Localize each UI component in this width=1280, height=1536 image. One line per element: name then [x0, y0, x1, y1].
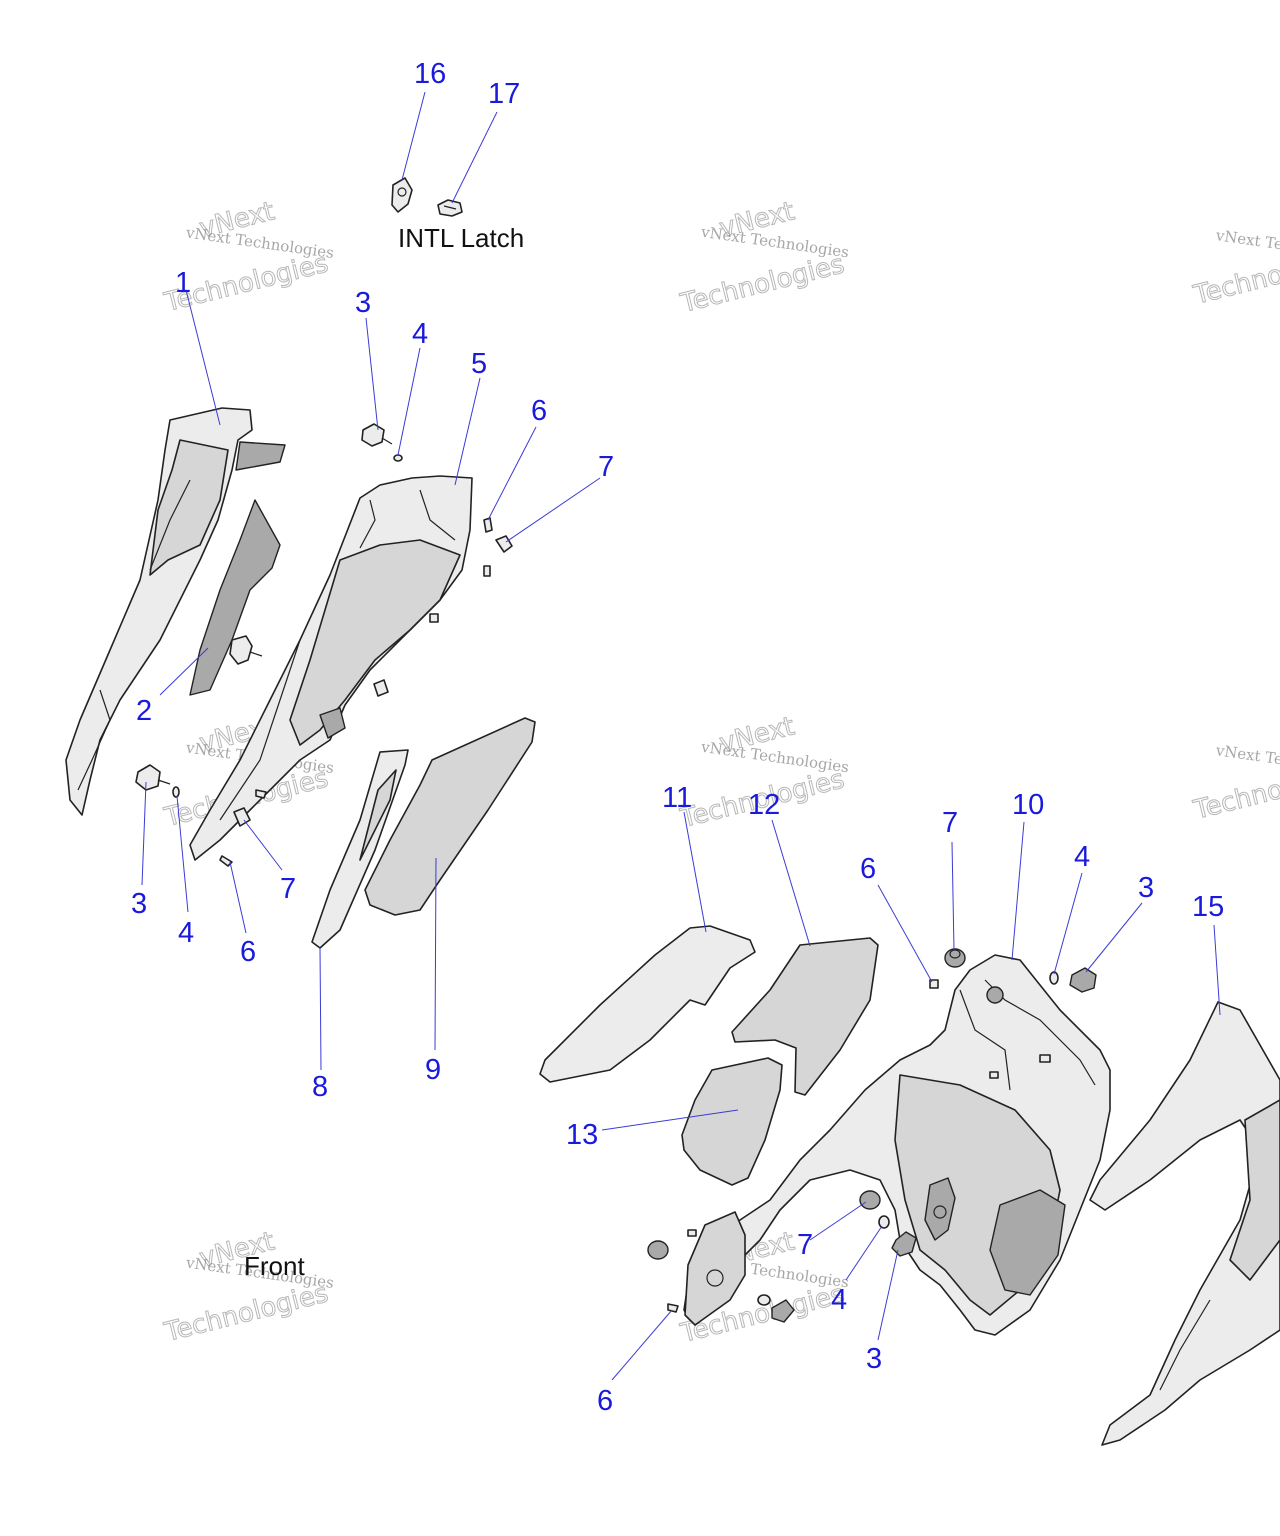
watermark-7: vNext vNext Technologies Technologies — [160, 1226, 335, 1349]
callout-7: 7 — [797, 1229, 813, 1261]
callout-6: 6 — [240, 936, 256, 968]
watermark-6: vNext Technologies Technologies — [1190, 741, 1280, 826]
callout-16: 16 — [414, 58, 446, 90]
screw-small-4 — [989, 1071, 999, 1079]
watermark-text: Technologies — [1190, 241, 1280, 311]
callout-1: 1 — [175, 267, 191, 299]
callout-7: 7 — [942, 807, 958, 839]
callout-11: 11 — [662, 782, 692, 814]
front-label: Front — [244, 1251, 305, 1281]
watermark-1: vNext vNext Technologies Technologies — [160, 196, 335, 319]
fastener-left-mid — [229, 635, 263, 665]
callout-3: 3 — [1138, 872, 1154, 904]
callout-15: 15 — [1192, 891, 1224, 923]
watermark-text: vNext Technologies — [1214, 741, 1280, 780]
watermark-2: vNext vNext Technologies Technologies — [677, 196, 851, 320]
screw-small-2 — [255, 789, 267, 799]
callout-8: 8 — [312, 1071, 328, 1103]
washer-4-top — [393, 454, 403, 462]
callout-6: 6 — [597, 1385, 613, 1417]
leader-lines — [141, 91, 1221, 1381]
callout-7: 7 — [280, 873, 296, 905]
callout-6: 6 — [531, 395, 547, 427]
frame-10 — [683, 954, 1111, 1336]
callout-4: 4 — [412, 318, 428, 350]
pad-11 — [539, 925, 756, 1083]
callouts: 16 17 1 2 3 4 5 6 7 3 4 6 7 8 9 11 12 13… — [131, 58, 1224, 1417]
callout-3: 3 — [866, 1343, 882, 1375]
latch-part-17 — [437, 199, 463, 217]
callout-7: 7 — [598, 451, 614, 483]
callout-3: 3 — [355, 287, 371, 319]
nut-7-right-bottom — [859, 1190, 881, 1210]
screw-3-top — [361, 423, 393, 447]
trim-strip-8 — [311, 749, 409, 949]
callout-2: 2 — [136, 695, 152, 727]
callout-6: 6 — [860, 853, 876, 885]
watermark-text: Technologies — [161, 1278, 331, 1348]
nut-7-top — [495, 535, 513, 553]
screw-small-3 — [1039, 1054, 1051, 1063]
screw-6-top — [483, 517, 493, 533]
watermark-3: vNext Technologies Technologies — [1190, 226, 1280, 311]
washer-4-right-bottom — [878, 1215, 890, 1229]
intl-latch-label: INTL Latch — [398, 223, 524, 253]
callout-4: 4 — [831, 1284, 847, 1316]
side-panel-right — [1089, 1001, 1280, 1446]
screw-6-right-bottom — [667, 1303, 679, 1313]
callout-12: 12 — [748, 789, 780, 821]
screw-3-right-top — [1069, 967, 1097, 993]
screw-small-1 — [429, 613, 439, 623]
side-liner-left — [189, 499, 281, 696]
nut-7-right-top — [944, 948, 966, 968]
pad-9 — [364, 717, 536, 916]
screw-6-extra — [483, 565, 491, 577]
screw-small-5 — [687, 1229, 697, 1237]
screw-3-right-bottom — [891, 1231, 917, 1257]
side-panel-left — [65, 407, 286, 816]
callout-10: 10 — [1012, 789, 1044, 821]
callout-17: 17 — [488, 78, 520, 110]
callout-4: 4 — [178, 917, 194, 949]
frame-left — [189, 475, 473, 861]
callout-4: 4 — [1074, 841, 1090, 873]
callout-13: 13 — [566, 1119, 598, 1151]
screw-3-bottom — [135, 764, 171, 791]
watermark-text: vNext Technologies — [1214, 226, 1280, 265]
watermark-text: Technologies — [1190, 756, 1280, 826]
callout-9: 9 — [425, 1054, 441, 1086]
callout-5: 5 — [471, 348, 487, 380]
screw-6-bottom — [219, 855, 233, 867]
pad-13 — [681, 1057, 783, 1186]
latch-part-16 — [391, 177, 413, 213]
callout-3: 3 — [131, 888, 147, 920]
clip-small — [373, 679, 389, 697]
pad-12 — [731, 937, 879, 1096]
nut-7-bottom — [233, 807, 251, 827]
screw-3-small — [771, 1299, 795, 1323]
washer-small — [757, 1294, 771, 1306]
washer-4-right-top — [1049, 971, 1059, 985]
nut-left-bottom — [647, 1240, 669, 1260]
washer-4-bottom — [172, 786, 180, 798]
watermark-text: Technologies — [677, 249, 847, 319]
